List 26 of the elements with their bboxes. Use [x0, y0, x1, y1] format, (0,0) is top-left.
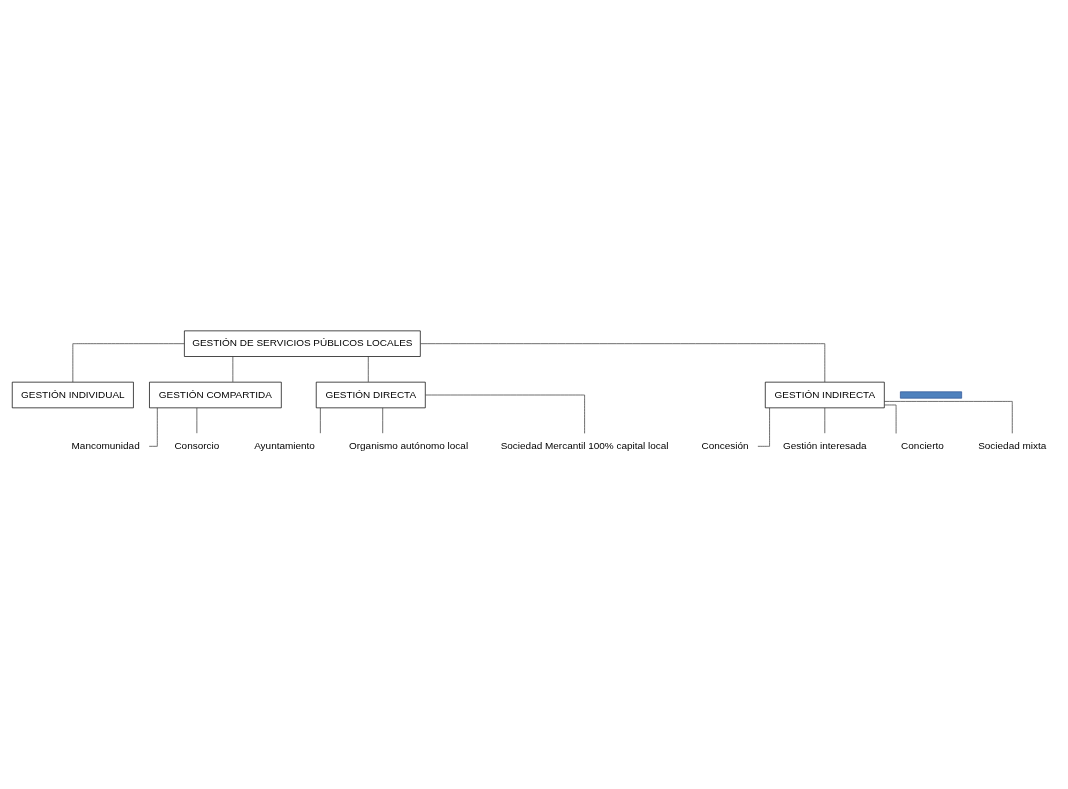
node-text: Ayuntamiento: [254, 439, 315, 451]
connector: [320, 407, 321, 434]
connector: [425, 394, 585, 434]
connector: [884, 404, 897, 434]
connector: [382, 407, 384, 434]
node-box: GESTIÓN INDIRECTA: [764, 381, 885, 408]
node-box: GESTIÓN COMPARTIDA: [149, 381, 282, 408]
node-bar: [900, 390, 962, 399]
connector: [367, 355, 369, 382]
node-text: Sociedad mixta: [978, 439, 1047, 451]
node-text: Gestión interesada: [782, 439, 867, 451]
connector: [72, 342, 185, 382]
node-text: Consorcio: [174, 439, 220, 451]
node-box: GESTIÓN DIRECTA: [315, 381, 426, 408]
connector: [420, 342, 826, 382]
node-box: GESTIÓN INDIVIDUAL: [11, 381, 134, 408]
connector: [824, 407, 826, 434]
connector: [196, 407, 198, 434]
node-text: Sociedad Mercantil 100% capital local: [500, 439, 669, 451]
node-text: Organismo autónomo local: [348, 439, 469, 451]
connector: [884, 400, 1013, 434]
node-text: Concesión: [701, 439, 749, 451]
node-text: Mancomunidad: [71, 439, 140, 451]
node-text: Concierto: [901, 439, 944, 451]
node-box: GESTIÓN DE SERVICIOS PÚBLICOS LOCALES: [184, 330, 421, 357]
connector: [232, 355, 234, 382]
